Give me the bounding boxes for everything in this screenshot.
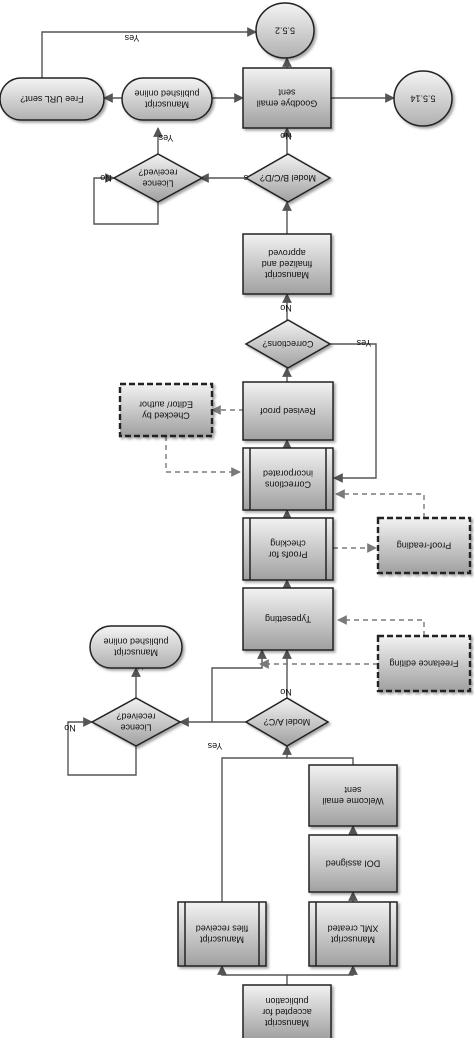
node-corrections-q: Corrections? [244, 319, 332, 369]
node-licence-2: Licencereceived? [112, 153, 204, 203]
node-model-bcd: Model B/C/D? [244, 153, 332, 203]
node-label: 5.5.2 [275, 26, 295, 36]
edge-licence1-no-loop [67, 717, 137, 776]
node-label: Goodbye emailsent [257, 88, 318, 109]
node-label: Welcome emailsent [322, 785, 383, 806]
label-corrections-yes: Yes [356, 338, 371, 348]
edge-model-ac-yes-to-typesetting [211, 649, 267, 722]
node-label: Free URL sent? [20, 94, 83, 104]
node-published-1: Manuscriptpublished online [89, 625, 183, 669]
node-s5514: 5.5.14 [393, 70, 453, 127]
edge-licence2-no-loop [93, 173, 159, 225]
node-label: Freelance editing [389, 659, 458, 669]
node-label: Manuscriptfiles received [196, 924, 249, 945]
node-freelance: Freelance editing [376, 634, 472, 693]
node-label: Corrections? [262, 339, 313, 349]
node-published-2: Manuscriptpublished online [121, 77, 213, 121]
node-label: Licencereceived? [138, 168, 177, 189]
node-label: Model A/C? [264, 717, 311, 727]
label-corrections-no: No [280, 303, 292, 313]
node-finalized: Manuscriptfinalized andapproved [242, 233, 332, 295]
label-model-ac-no: No [280, 687, 292, 697]
node-xml-created: ManuscriptXML created [308, 901, 398, 967]
node-label: Manuscriptaccepted forpublication [262, 996, 312, 1028]
node-label: 5.5.14 [410, 94, 435, 104]
node-label: Correctionsincorporated [263, 469, 313, 490]
node-label: ManuscriptXML created [328, 924, 379, 945]
connectors [41, 27, 395, 985]
label-licence2-no: No [100, 173, 112, 183]
edge-free-url-yes [41, 27, 257, 78]
node-goodbye: Goodbye emailsent [242, 67, 332, 129]
node-s552: 5.5.2 [255, 2, 315, 59]
node-label: Typesetting [265, 614, 311, 624]
edge-accepted-to-files [217, 965, 288, 985]
label-licence1-no: No [64, 723, 76, 733]
edge-proofreading-to-corrections [335, 489, 425, 518]
node-revised-proof: Revised proof [242, 381, 334, 441]
node-label: DOI assigned [326, 859, 381, 869]
edge-corrections-q-yes [330, 343, 377, 483]
node-label: Proofs forchecking [268, 539, 307, 560]
dashed-connectors [165, 405, 425, 669]
edge-welcome-to-model-ac [282, 745, 354, 765]
label-licence2-yes: Yes [158, 133, 173, 143]
node-proofs: Proofs forchecking [242, 517, 334, 581]
node-welcome: Welcome emailsent [308, 764, 398, 827]
node-model-ac: Model A/C? [244, 697, 330, 747]
node-label: Checked byEditor/ author [139, 400, 193, 421]
node-corrections-inc: Correctionsincorporated [242, 447, 334, 511]
label-model-bcd-no: No [280, 131, 292, 141]
edge-accepted-to-xml [287, 965, 358, 976]
node-label: Manuscriptpublished online [103, 637, 168, 658]
node-free-url: Free URL sent? [0, 77, 105, 121]
node-label: Proof-reading [397, 541, 452, 551]
node-licence-1: Licencereceived? [90, 697, 182, 747]
edge-freelance-to-typesetting [337, 615, 425, 636]
node-label: Model B/C/D? [260, 173, 316, 183]
node-typesetting: Typesetting [242, 587, 334, 651]
label-free-url-yes: Yes [124, 33, 139, 43]
node-doi: DOI assigned [308, 834, 398, 893]
node-files-received: Manuscriptfiles received [177, 901, 267, 967]
node-accepted: Manuscriptaccepted forpublication [242, 984, 332, 1038]
node-label: Manuscriptpublished online [134, 89, 199, 110]
edge-checked-to-corrections [165, 436, 241, 477]
node-checked-by: Checked byEditor/ author [118, 382, 214, 438]
node-label: Revised proof [260, 406, 316, 416]
edge-files-to-model-ac [221, 757, 287, 902]
node-label: Licencereceived? [116, 712, 155, 733]
node-proofreading: Proof-reading [376, 516, 472, 575]
node-label: Manuscriptfinalized andapproved [262, 248, 313, 280]
label-model-ac-yes: Yes [207, 741, 222, 751]
